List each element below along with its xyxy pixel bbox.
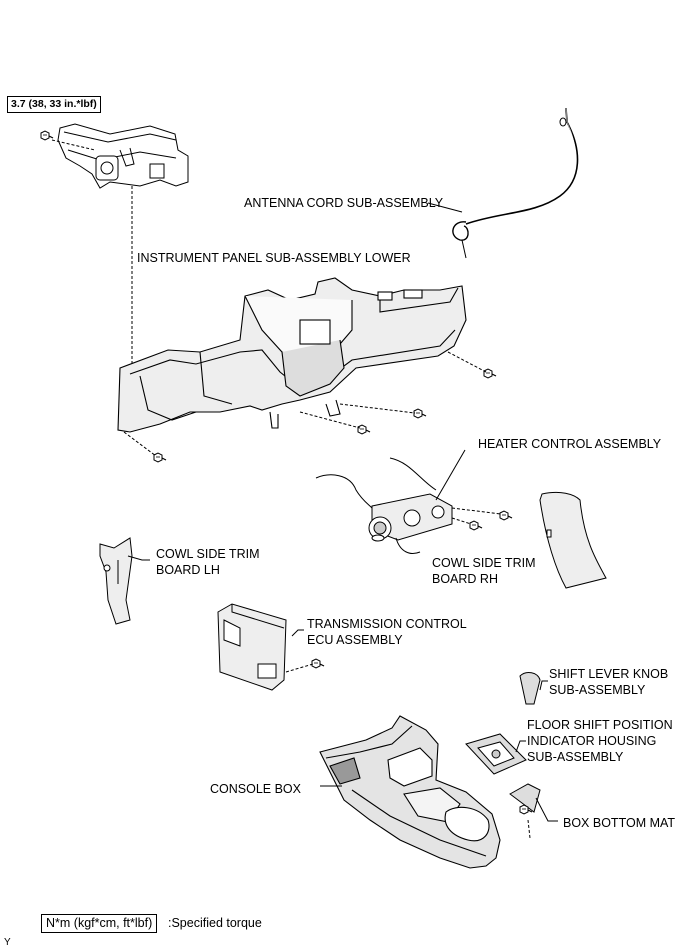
cowl-lh-label-line1: COWL SIDE TRIM: [156, 547, 260, 561]
shift-knob-label-line1: SHIFT LEVER KNOB: [549, 667, 669, 681]
tcu-label-line1: TRANSMISSION CONTROL: [307, 617, 467, 631]
upper-bracket-part: [57, 123, 189, 189]
torque-unit-legend-box: N*m (kgf*cm, ft*lbf): [41, 914, 158, 933]
cowl-side-trim-rh-part: [539, 491, 607, 589]
transmission-ecu-part: [217, 603, 287, 691]
antenna-cord-label: ANTENNA CORD SUB-ASSEMBLY: [244, 196, 444, 210]
tcu-label-line2: ECU ASSEMBLY: [307, 633, 403, 647]
panel-bolt-icon: [357, 424, 371, 435]
panel-bolt-icon: [153, 452, 167, 463]
corner-mark: Y: [4, 937, 11, 948]
console-box-part: [319, 715, 501, 869]
cowl-side-trim-lh-part: [99, 537, 133, 625]
cowl-rh-label-line2: BOARD RH: [432, 572, 498, 586]
cowl-rh-label-line1: COWL SIDE TRIM: [432, 556, 536, 570]
torque-legend-text: :Specified torque: [168, 916, 262, 930]
panel-bolt-icon: [483, 368, 497, 379]
ecu-bolt-icon: [311, 658, 325, 669]
floor-shift-label-line3: SUB-ASSEMBLY: [527, 750, 624, 764]
torque-bolt-icon: [40, 130, 54, 141]
instrument-panel-lower-part: [117, 277, 467, 433]
instrument-panel-label: INSTRUMENT PANEL SUB-ASSEMBLY LOWER: [137, 251, 411, 265]
shift-knob-label-line2: SUB-ASSEMBLY: [549, 683, 646, 697]
console-box-label: CONSOLE BOX: [210, 782, 301, 796]
floor-shift-label-line1: FLOOR SHIFT POSITION: [527, 718, 673, 732]
heater-bolt-icon: [469, 520, 483, 531]
floor-shift-indicator-part: [465, 733, 527, 775]
panel-bolt-icon: [413, 408, 427, 419]
cowl-lh-label-line2: BOARD LH: [156, 563, 220, 577]
heater-bolt-icon: [499, 510, 513, 521]
heater-control-label: HEATER CONTROL ASSEMBLY: [478, 437, 662, 451]
shift-lever-knob-part: [519, 672, 541, 705]
box-bottom-mat-label: BOX BOTTOM MAT: [563, 816, 676, 830]
antenna-cord-part: [452, 107, 579, 241]
heater-control-part: [315, 457, 453, 554]
torque-spec-box: 3.7 (38, 33 in.*lbf): [7, 96, 101, 113]
floor-shift-label-line2: INDICATOR HOUSING: [527, 734, 657, 748]
